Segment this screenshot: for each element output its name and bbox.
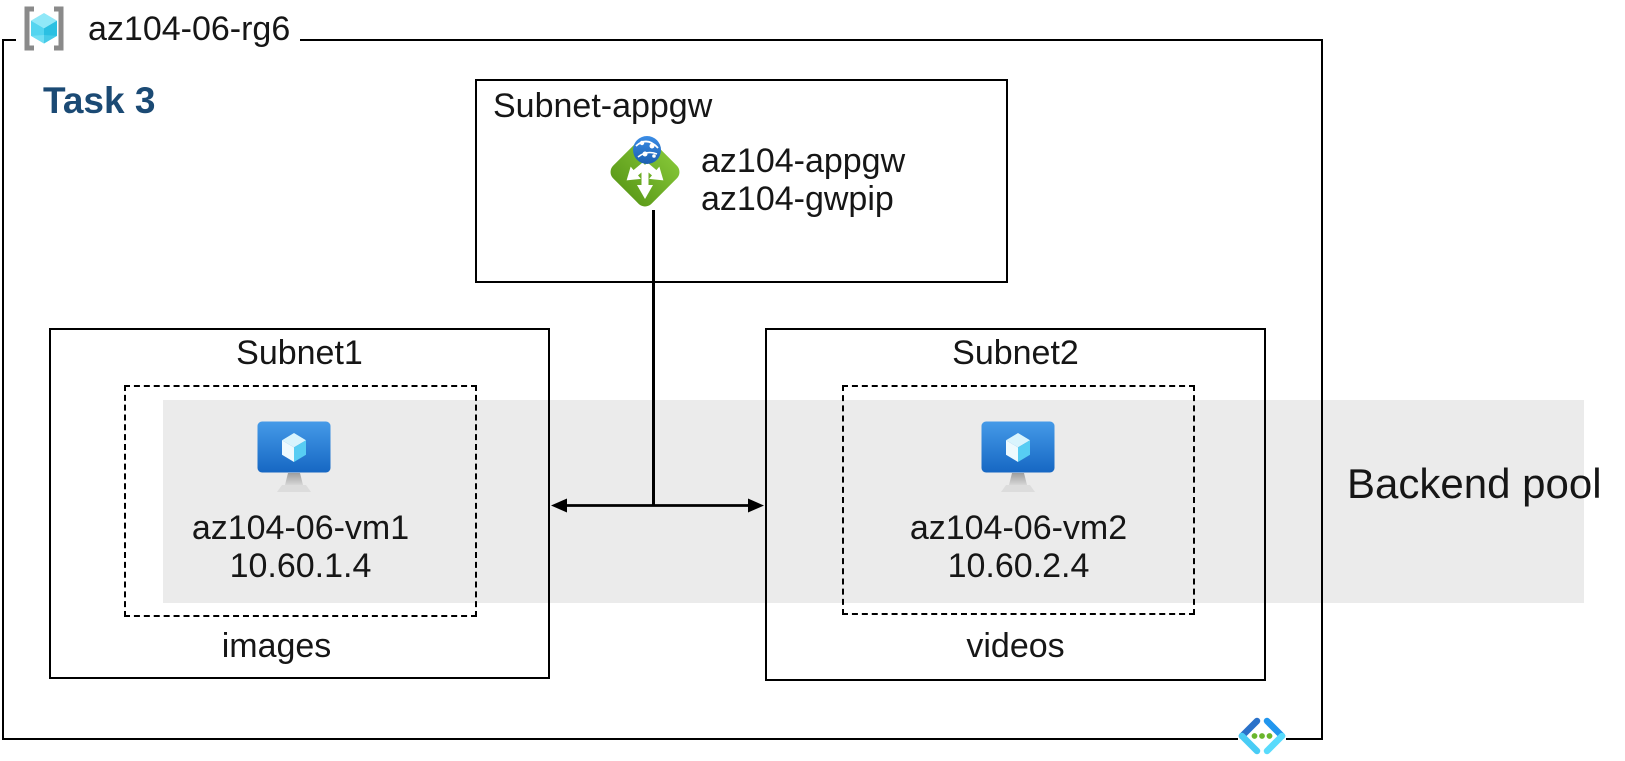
subnet2-content-label: videos [966,627,1065,665]
subnet1-box [49,328,550,679]
virtual-machine-icon-vm2 [980,420,1056,498]
task-heading: Task 3 [43,80,156,121]
resource-group-border-gap [16,33,300,46]
appgw-subnet-label: Subnet-appgw [493,87,713,125]
subnet2-box [765,328,1266,681]
virtual-machine-icon-vm1 [256,420,332,498]
vm1-ip-label: 10.60.1.4 [229,547,372,585]
resource-group-icon [20,5,68,52]
resource-group-box [2,39,1323,740]
appgw-public-ip-label: az104-gwpip [701,180,894,218]
vm1-name-label: az104-06-vm1 [191,509,410,547]
virtual-network-icon [1236,717,1288,757]
appgw-name-label: az104-appgw [701,142,906,180]
subnet2-backend-zone [842,385,1195,615]
appgw-connector-line [652,210,655,506]
appgw-subnet-box [475,79,1008,283]
vm2-name-label: az104-06-vm2 [909,509,1128,547]
backend-pool-band [163,400,1584,603]
backend-pool-label: Backend pool [1347,460,1602,507]
subnet2-label: Subnet2 [952,334,1079,372]
subnet1-label: Subnet1 [236,334,363,372]
resource-group-label: az104-06-rg6 [88,10,291,48]
subnet1-content-label: images [221,627,332,665]
subnet1-backend-zone [124,385,477,617]
vm2-ip-label: 10.60.2.4 [947,547,1090,585]
application-gateway-icon [602,129,688,215]
subnet-link-arrow [546,492,770,520]
